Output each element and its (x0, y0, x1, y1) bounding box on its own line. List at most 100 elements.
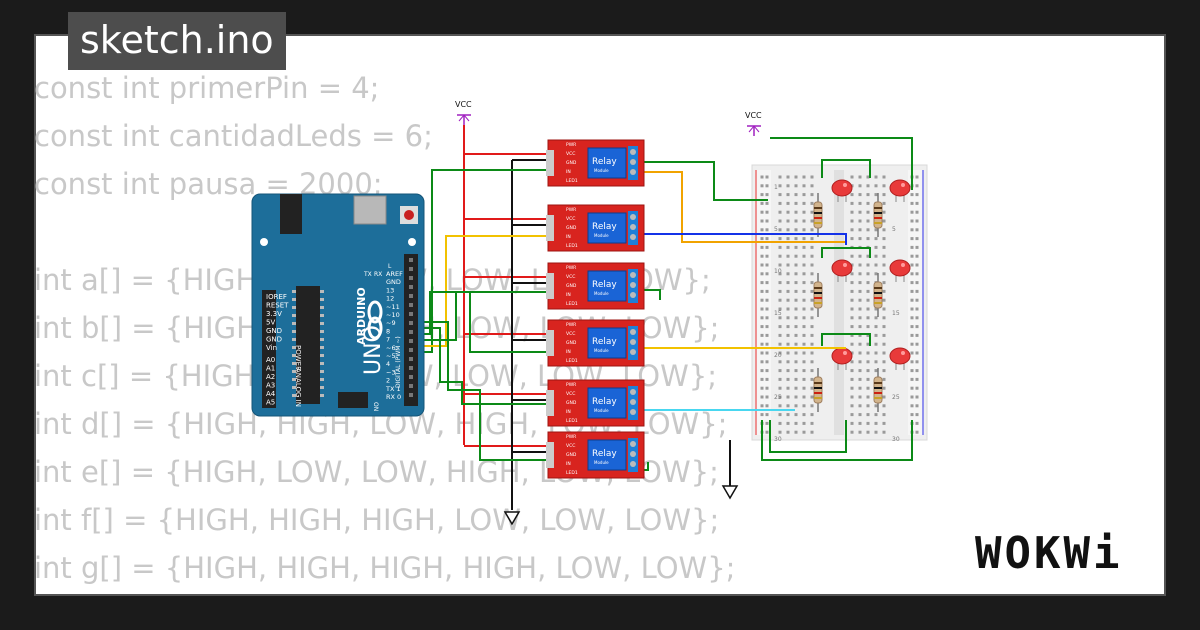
vcc-label: VCC (455, 100, 472, 109)
breadboard-hole (778, 254, 782, 258)
header-pin (409, 267, 413, 271)
breadboard-hole (794, 325, 798, 329)
arduino-model: UNO (361, 325, 386, 375)
resistor (873, 201, 883, 229)
relay-pin-label: LED1 (566, 358, 578, 364)
relay-pin-label: IN (566, 461, 571, 467)
breadboard-hole (858, 237, 862, 241)
relay-pin-label: IN (566, 234, 571, 240)
breadboard-hole (874, 263, 878, 267)
chip-pin (320, 394, 324, 397)
breadboard-hole (786, 307, 790, 311)
breadboard-hole (866, 360, 870, 364)
l-label: L (388, 263, 392, 270)
power-header (262, 290, 276, 356)
breadboard-hole (810, 210, 814, 214)
relay-pin-label: VCC (566, 443, 575, 449)
analog-pin-label: A4 (266, 390, 276, 398)
breadboard-hole (874, 307, 878, 311)
relay-box (587, 327, 627, 359)
breadboard-hole (910, 263, 914, 267)
breadboard-hole (810, 395, 814, 399)
header-pin (409, 312, 413, 316)
row-number: 10 (774, 268, 782, 275)
breadboard-hole (760, 245, 764, 249)
breadboard-hole (760, 193, 764, 197)
breadboard-hole (786, 316, 790, 320)
chip-pin (320, 298, 324, 301)
breadboard-hole (794, 298, 798, 302)
breadboard-hole (882, 307, 886, 311)
breadboard-hole (760, 307, 764, 311)
breadboard-hole (794, 360, 798, 364)
breadboard-hole (915, 351, 919, 355)
row-number: 25 (774, 394, 782, 401)
breadboard-hole (802, 325, 806, 329)
header-pin (409, 366, 413, 370)
chip-pin (292, 338, 296, 341)
terminal-screw (630, 451, 636, 457)
breadboard-hole (858, 395, 862, 399)
bb-wire (769, 420, 847, 453)
breadboard-hole (858, 254, 862, 258)
breadboard-hole (910, 245, 914, 249)
breadboard-hole (810, 272, 814, 276)
relay-pin-label: PWR (566, 322, 576, 328)
breadboard-hole (760, 351, 764, 355)
signal-wire (420, 169, 550, 353)
resistor-band (814, 392, 822, 394)
breadboard-hole (794, 413, 798, 417)
header-pin (409, 303, 413, 307)
breadboard-hole (802, 254, 806, 258)
resistor-band (874, 292, 882, 294)
digital-pin-label: AREF (386, 270, 403, 278)
breadboard-hole (786, 421, 790, 425)
digital-pin-label: ~6 (386, 344, 396, 352)
breadboard-hole (850, 333, 854, 337)
breadboard-hole (802, 184, 806, 188)
relay-sub-label: Module (594, 408, 609, 413)
breadboard-hole (866, 395, 870, 399)
breadboard-hole (765, 193, 769, 197)
digital-pin-label: ~5 (386, 352, 396, 360)
breadboard-hole (810, 413, 814, 417)
breadboard-hole (882, 333, 886, 337)
relay-pin-label: GND (566, 283, 577, 289)
breadboard-center-gap (834, 170, 844, 435)
breadboard-hole (786, 413, 790, 417)
relay-pin-label: PWR (566, 434, 576, 440)
breadboard-hole (810, 254, 814, 258)
breadboard-hole (760, 413, 764, 417)
breadboard-hole (786, 342, 790, 346)
led-highlight (901, 263, 905, 267)
breadboard-hole (794, 210, 798, 214)
signal-wire (420, 321, 550, 461)
row-number: 15 (774, 310, 782, 317)
breadboard-hole (794, 193, 798, 197)
resistor (813, 201, 823, 229)
arduino-logo (367, 300, 383, 324)
resistor-band (874, 297, 882, 299)
digital-pin-label: ~10 (386, 311, 400, 319)
breadboard-hole (760, 377, 764, 381)
breadboard-hole (882, 395, 886, 399)
resistor-band (814, 297, 822, 299)
sketch-title[interactable]: sketch.ino (68, 12, 286, 70)
breadboard-hole (915, 404, 919, 408)
led (889, 259, 911, 277)
digital-pin-label: 13 (386, 286, 394, 294)
breadboard-hole (786, 210, 790, 214)
resistor-band (814, 302, 822, 304)
breadboard-hole (910, 404, 914, 408)
chip-pin (292, 314, 296, 317)
breadboard-hole (874, 369, 878, 373)
breadboard-hole (866, 351, 870, 355)
relay-sub-label: Module (594, 460, 609, 465)
breadboard-hole (802, 386, 806, 390)
terminal-screw (630, 234, 636, 240)
breadboard-hole (858, 377, 862, 381)
resistor-band (814, 212, 822, 214)
breadboard-hole (850, 210, 854, 214)
power-pin-label: GND (266, 336, 282, 344)
chip-pin (292, 378, 296, 381)
